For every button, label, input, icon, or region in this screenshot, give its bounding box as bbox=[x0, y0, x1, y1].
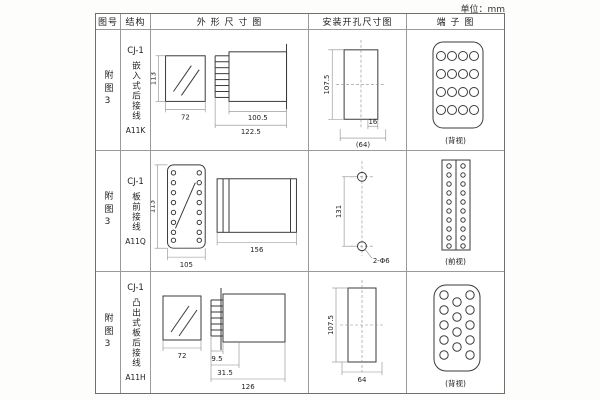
view-note: (前视) bbox=[445, 257, 466, 266]
spec-table: 图号 结构 外 形 尺 寸 图 安装开孔尺寸图 端 子 图 附图3 CJ-1 嵌… bbox=[95, 13, 505, 394]
dimension-label: 122.5 bbox=[240, 128, 260, 136]
header-mounting: 安装开孔尺寸图 bbox=[309, 14, 407, 30]
dimension-label: (64) bbox=[355, 141, 370, 149]
terminal-drawing-cell: (前视) bbox=[407, 151, 504, 272]
dimension-label: 131 bbox=[335, 205, 343, 218]
view-note: (背视) bbox=[445, 378, 466, 388]
fig-number-cell: 附图3 bbox=[96, 30, 121, 151]
structure-label: 板前接线 bbox=[130, 191, 141, 232]
type-code: A11K bbox=[125, 125, 146, 135]
structure-cell: CJ-1 凸出式板后接线 A11H bbox=[121, 272, 151, 393]
side-view bbox=[214, 43, 287, 110]
hole-spec-label: 2-Φ6 bbox=[372, 257, 389, 265]
terminal-grid bbox=[436, 51, 479, 115]
front-plate-view bbox=[166, 164, 206, 249]
dimension-label: 9.5 bbox=[211, 355, 222, 363]
outline-drawing-a11k: 113 72 bbox=[151, 43, 287, 136]
fig-number: 附图3 bbox=[102, 312, 113, 353]
mounting-drawing-a11h: 107.5 64 bbox=[327, 280, 384, 384]
dimension-label: 64 bbox=[357, 376, 366, 384]
terminal-drawing-a11q bbox=[441, 159, 471, 251]
terminal-drawing-cell: (背视) bbox=[407, 30, 504, 151]
front-view bbox=[162, 295, 201, 341]
mounting-drawing-cell: 131 2-Φ6 bbox=[309, 151, 407, 272]
table-row: 附图3 CJ-1 凸出式板后接线 A11H 72 bbox=[96, 272, 504, 393]
dimension-label: 126 bbox=[241, 383, 255, 391]
mounting-drawing-cell: 107.5 16 (64) bbox=[309, 30, 407, 151]
mounting-hole bbox=[356, 171, 367, 182]
dimension-label: 113 bbox=[151, 72, 157, 85]
table-row: 附图3 CJ-1 嵌入式后接线 A11K 113 bbox=[96, 30, 504, 151]
dimension-label: 113 bbox=[151, 200, 156, 213]
terminal-drawing-a11h bbox=[433, 284, 481, 371]
dimension-label: 105 bbox=[179, 261, 192, 269]
fig-number: 附图3 bbox=[102, 70, 113, 110]
mounting-drawing-cell: 107.5 64 bbox=[309, 272, 407, 393]
type-code: A11Q bbox=[125, 236, 146, 246]
structure-cell: CJ-1 嵌入式后接线 A11K bbox=[121, 30, 151, 151]
structure-cell: CJ-1 板前接线 A11Q bbox=[121, 151, 151, 272]
fig-number-cell: 附图3 bbox=[96, 272, 121, 393]
dimension-label: 107.5 bbox=[327, 315, 335, 335]
structure-label: 凸出式板后接线 bbox=[130, 298, 141, 368]
fig-number: 附图3 bbox=[102, 191, 113, 231]
header-terminal: 端 子 图 bbox=[407, 14, 504, 30]
dimension-label: 100.5 bbox=[247, 114, 267, 122]
terminal-drawing-a11k bbox=[432, 41, 484, 129]
header-outline: 外 形 尺 寸 图 bbox=[151, 14, 309, 30]
outline-drawing-a11q: 113 105 156 bbox=[151, 164, 297, 269]
terminal-grid bbox=[439, 289, 475, 360]
dimension-label: 156 bbox=[250, 246, 263, 254]
type-code: A11H bbox=[125, 373, 146, 382]
dimension-label: 72 bbox=[177, 352, 186, 360]
mounting-drawing-a11k: 107.5 16 (64) bbox=[323, 39, 386, 149]
mounting-hole bbox=[356, 241, 367, 252]
fig-number-cell: 附图3 bbox=[96, 151, 121, 272]
table-row: 附图3 CJ-1 板前接线 A11Q 11 bbox=[96, 151, 504, 272]
front-view bbox=[164, 55, 206, 102]
model-label: CJ-1 bbox=[127, 283, 144, 293]
dimension-label: 72 bbox=[180, 113, 189, 121]
side-cylinder-view bbox=[216, 178, 297, 233]
header-fig: 图号 bbox=[96, 14, 121, 30]
structure-label: 嵌入式后接线 bbox=[130, 60, 141, 121]
unit-label: 单位：mm bbox=[460, 5, 505, 15]
terminal-drawing-cell: (背视) bbox=[407, 272, 504, 393]
dimension-label: 31.5 bbox=[217, 369, 233, 377]
dimension-label: 16 bbox=[368, 118, 377, 126]
model-label: CJ-1 bbox=[127, 45, 144, 56]
outline-drawing-a11h: 72 9. bbox=[162, 288, 285, 391]
side-view bbox=[210, 288, 285, 350]
mounting-drawing-a11q: 131 2-Φ6 bbox=[335, 160, 389, 265]
table-header-row: 图号 结构 外 形 尺 寸 图 安装开孔尺寸图 端 子 图 bbox=[96, 14, 504, 30]
dimension-label: 107.5 bbox=[323, 75, 331, 95]
view-note: (背视) bbox=[445, 136, 466, 145]
terminal-grid bbox=[446, 163, 466, 249]
header-structure: 结构 bbox=[121, 14, 151, 30]
outline-drawing-cell: 113 72 bbox=[151, 30, 309, 151]
model-label: CJ-1 bbox=[127, 176, 144, 187]
outline-drawing-cell: 72 9. bbox=[151, 272, 309, 393]
outline-drawing-cell: 113 105 156 bbox=[151, 151, 309, 272]
